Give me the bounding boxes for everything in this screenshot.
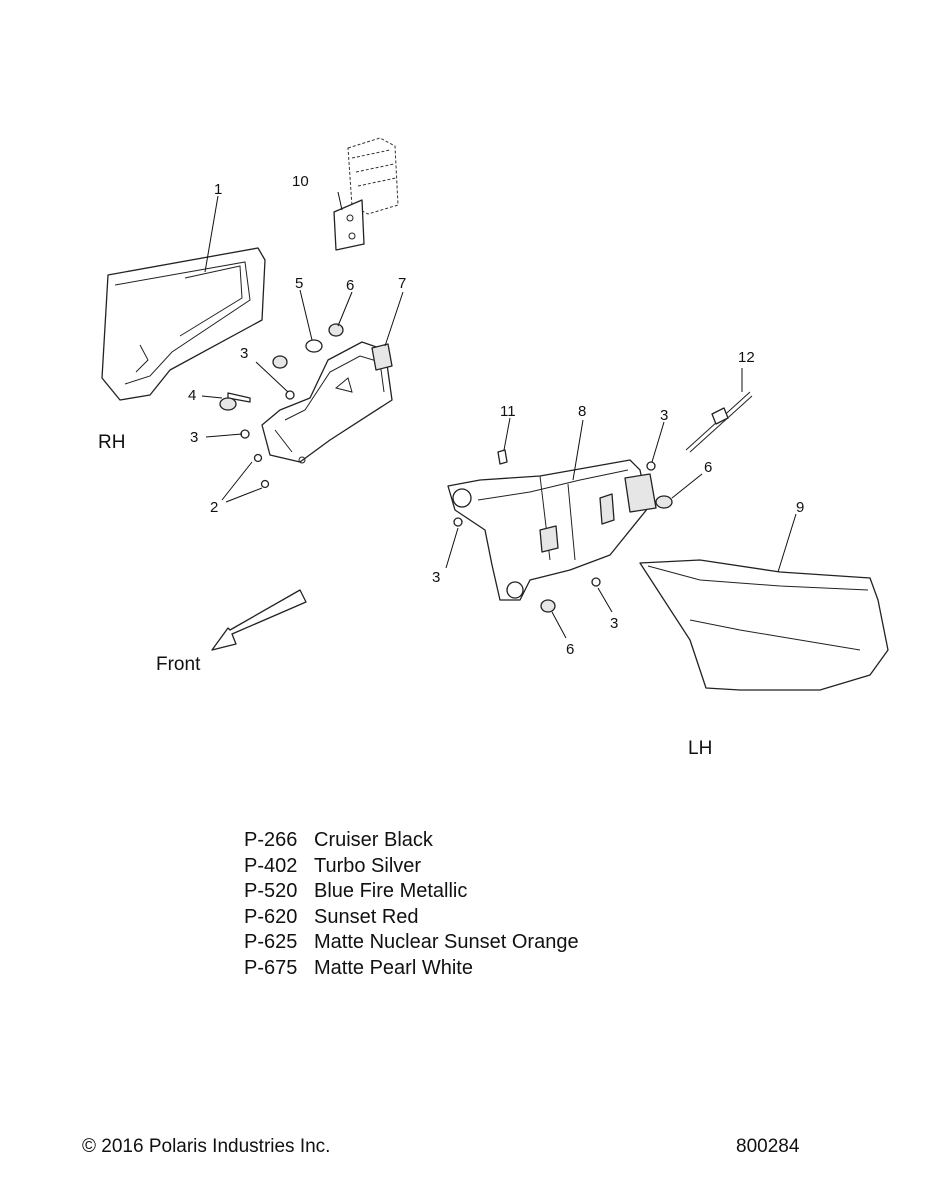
legend-row: P-402 Turbo Silver (244, 854, 579, 880)
callout-2: 2 (210, 499, 218, 516)
callout-3: 3 (610, 615, 618, 632)
lh-hardware (453, 449, 673, 613)
legend-code: P-520 (244, 880, 298, 902)
legend-row: P-620 Sunset Red (244, 905, 579, 931)
part-1-rh-side-cover (101, 247, 266, 401)
part-12-cable-tie (685, 391, 753, 453)
legend-code: P-675 (244, 956, 298, 979)
callout-10: 10 (292, 173, 309, 190)
callout-6: 6 (346, 277, 354, 294)
callout-3: 3 (190, 429, 198, 446)
legend-name: Turbo Silver (314, 854, 422, 877)
part-7-rh-bracket (261, 341, 393, 464)
copyright-notice: © 2016 Polaris Industries Inc. (82, 1136, 331, 1157)
callout-3: 3 (240, 345, 248, 362)
front-label: Front (156, 654, 201, 675)
legend-row: P-675 Matte Pearl White (244, 956, 579, 982)
leader-lines (201, 191, 797, 639)
legend-code: P-620 (244, 905, 298, 928)
legend-name: Matte Nuclear Sunset Orange (314, 931, 579, 953)
legend-row: P-266 Cruiser Black (244, 828, 579, 854)
part-8-lh-bracket (447, 459, 657, 601)
callout-4: 4 (188, 387, 196, 404)
legend-name: Cruiser Black (314, 829, 433, 851)
legend-row: P-625 Matte Nuclear Sunset Orange (244, 930, 579, 956)
callout-11: 11 (500, 403, 516, 420)
legend-code: P-266 (244, 829, 298, 851)
callout-9: 9 (796, 499, 804, 516)
color-legend: P-266 Cruiser Black P-402 Turbo Silver P-5… (244, 828, 579, 981)
callout-1: 1 (214, 181, 222, 198)
callout-12: 12 (738, 349, 755, 366)
legend-row: P-520 Blue Fire Metallic (244, 879, 579, 905)
callout-7: 7 (398, 275, 406, 292)
lh-label: LH (688, 738, 712, 759)
legend-code: P-402 (244, 854, 298, 877)
callout-5: 5 (295, 275, 303, 292)
callout-6: 6 (704, 459, 712, 476)
part-9-lh-side-cover (639, 559, 889, 691)
drawing-number: 800284 (736, 1136, 800, 1157)
rh-hardware (219, 323, 344, 489)
legend-name: Sunset Red (314, 905, 419, 928)
callout-6: 6 (566, 641, 574, 658)
front-direction-arrow (211, 589, 307, 651)
legend-name: Blue Fire Metallic (314, 880, 468, 902)
rh-label: RH (98, 432, 125, 453)
legend-name: Matte Pearl White (314, 956, 473, 979)
callout-3: 3 (432, 569, 440, 586)
part-10-connector-bracket (333, 137, 399, 251)
legend-code: P-625 (244, 931, 298, 953)
callout-3: 3 (660, 407, 668, 424)
callout-8: 8 (578, 403, 586, 420)
